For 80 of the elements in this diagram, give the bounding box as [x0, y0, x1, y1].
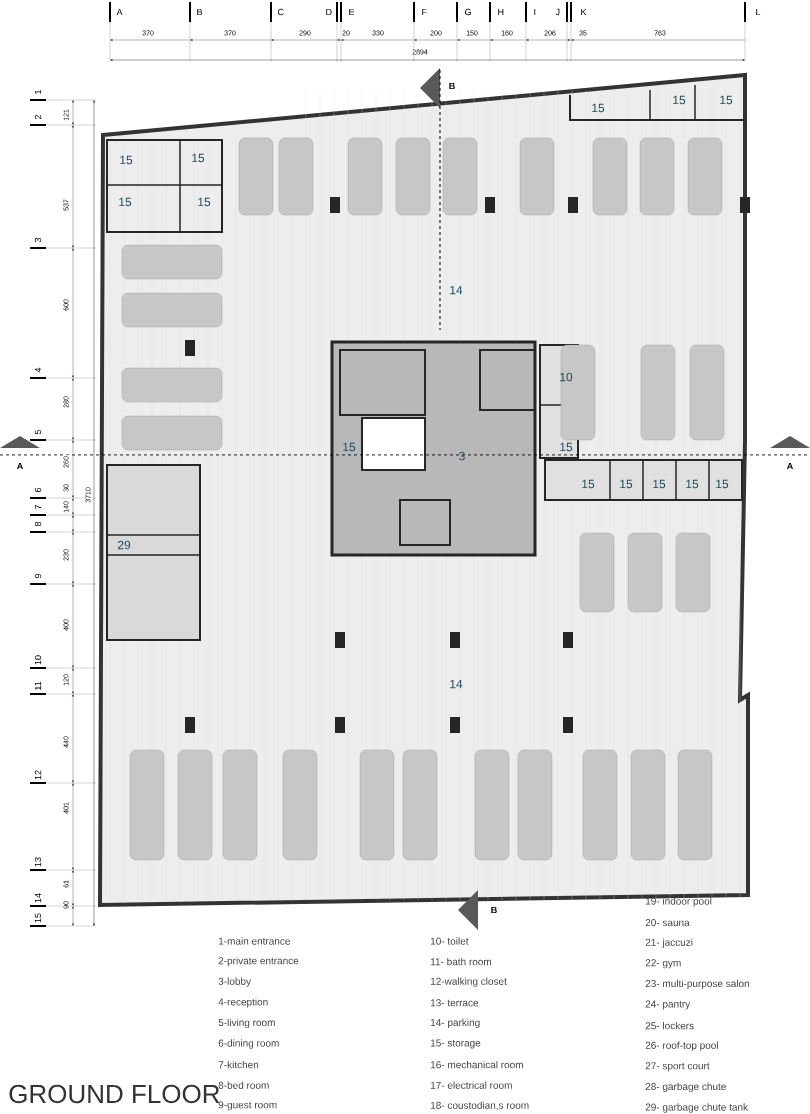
section-letter: A [15, 461, 25, 471]
section-letter: A [785, 461, 795, 471]
legend-item: 9-guest room [218, 1101, 277, 1111]
room-number: 15 [119, 197, 132, 207]
legend-item: 22- gym [645, 959, 681, 969]
grid-number: 11 [33, 680, 43, 692]
legend-item: 4-reception [218, 998, 268, 1008]
legend-item: 8-bed room [218, 1081, 269, 1089]
room-number: 10 [560, 372, 573, 382]
legend-item: 7-kitchen [218, 1060, 259, 1069]
legend-item: 3-lobby [218, 977, 251, 987]
title: GROUND FLOOR [9, 1084, 220, 1104]
legend-item: 14- parking [430, 1018, 480, 1029]
grid-number: 3 [33, 236, 43, 244]
letter: A [116, 8, 123, 16]
room-number: 14 [450, 285, 463, 295]
legend-item: 13- terrace [430, 999, 479, 1007]
letter: F [422, 8, 427, 16]
letter: E [349, 8, 355, 16]
legend-item: 20- sauna [645, 919, 690, 927]
legend-item: 27- sport court [645, 1062, 710, 1072]
room-number: 15 [653, 479, 666, 489]
legend-item: 18- coustodian,s room [430, 1101, 529, 1111]
grid-number: 6 [33, 486, 43, 494]
legend-item: 11- bath room [430, 957, 492, 966]
legend-item: 29- garbage chute tank [645, 1103, 749, 1113]
grid-number: 14 [33, 892, 43, 904]
legend-item: 10- toilet [430, 937, 469, 945]
letter: G [465, 8, 471, 16]
legend-item: 25- lockers [645, 1021, 694, 1030]
letter: J [555, 8, 560, 16]
grid-number: 15 [33, 912, 43, 924]
letter: C [278, 8, 284, 16]
letter: K [581, 8, 587, 16]
letter: B [197, 8, 203, 16]
legend-item: 17- electrical room [430, 1081, 512, 1089]
letter: H [498, 8, 504, 16]
room-number: 15 [582, 479, 595, 489]
grid-number: 9 [33, 572, 43, 580]
legend-item: 23- multi-purpose salon [645, 979, 749, 990]
room-number: 15 [673, 95, 686, 105]
legend-item: 1-main entrance [218, 937, 290, 945]
grid-number: 7 [33, 503, 43, 511]
grid-number: 4 [33, 366, 43, 374]
grid-number: 12 [33, 769, 43, 781]
room-number: 15 [716, 479, 729, 489]
room-number: 15 [720, 95, 733, 105]
room-number: 3 [459, 451, 465, 461]
room-number: 15 [120, 155, 133, 165]
room-number: 15 [198, 197, 211, 207]
legend-item: 2-private entrance [218, 956, 299, 967]
legend-item: 5-living room [218, 1018, 275, 1029]
room-number: 15 [620, 479, 633, 489]
room-number: 15 [686, 479, 699, 489]
grid-number: 8 [33, 520, 43, 528]
legend-item: 12-walking closet [430, 977, 507, 987]
section-letter: B [447, 81, 457, 91]
room-number: 15 [343, 442, 356, 452]
letter: L [756, 8, 761, 16]
section-letter: B [489, 905, 499, 915]
room-number: 29 [117, 540, 131, 550]
legend-item: 6-dining room [218, 1039, 279, 1049]
letter: I [534, 8, 536, 16]
grid-number: 2 [33, 113, 43, 121]
legend-item: 26- roof-top pool [645, 1041, 718, 1051]
room-number: 15 [560, 442, 573, 452]
room-number: 15 [592, 103, 605, 113]
legend-item: 19- indoor pool [645, 897, 712, 907]
grid-number: 13 [33, 856, 43, 868]
grid-number: 5 [33, 428, 43, 436]
legend-item: 28- garbage chute [645, 1082, 726, 1093]
grid-number: 1 [33, 88, 43, 96]
legend-item: 16- mechanical room [430, 1060, 523, 1069]
letter: D [326, 8, 332, 16]
legend-item: 21- jaccuzi [645, 938, 693, 948]
room-number: 14 [450, 679, 463, 689]
legend-item: 15- storage [430, 1039, 481, 1049]
room-number: 15 [192, 153, 205, 163]
legend-item: 24- pantry [645, 1000, 691, 1010]
grid-number: 10 [33, 654, 43, 666]
